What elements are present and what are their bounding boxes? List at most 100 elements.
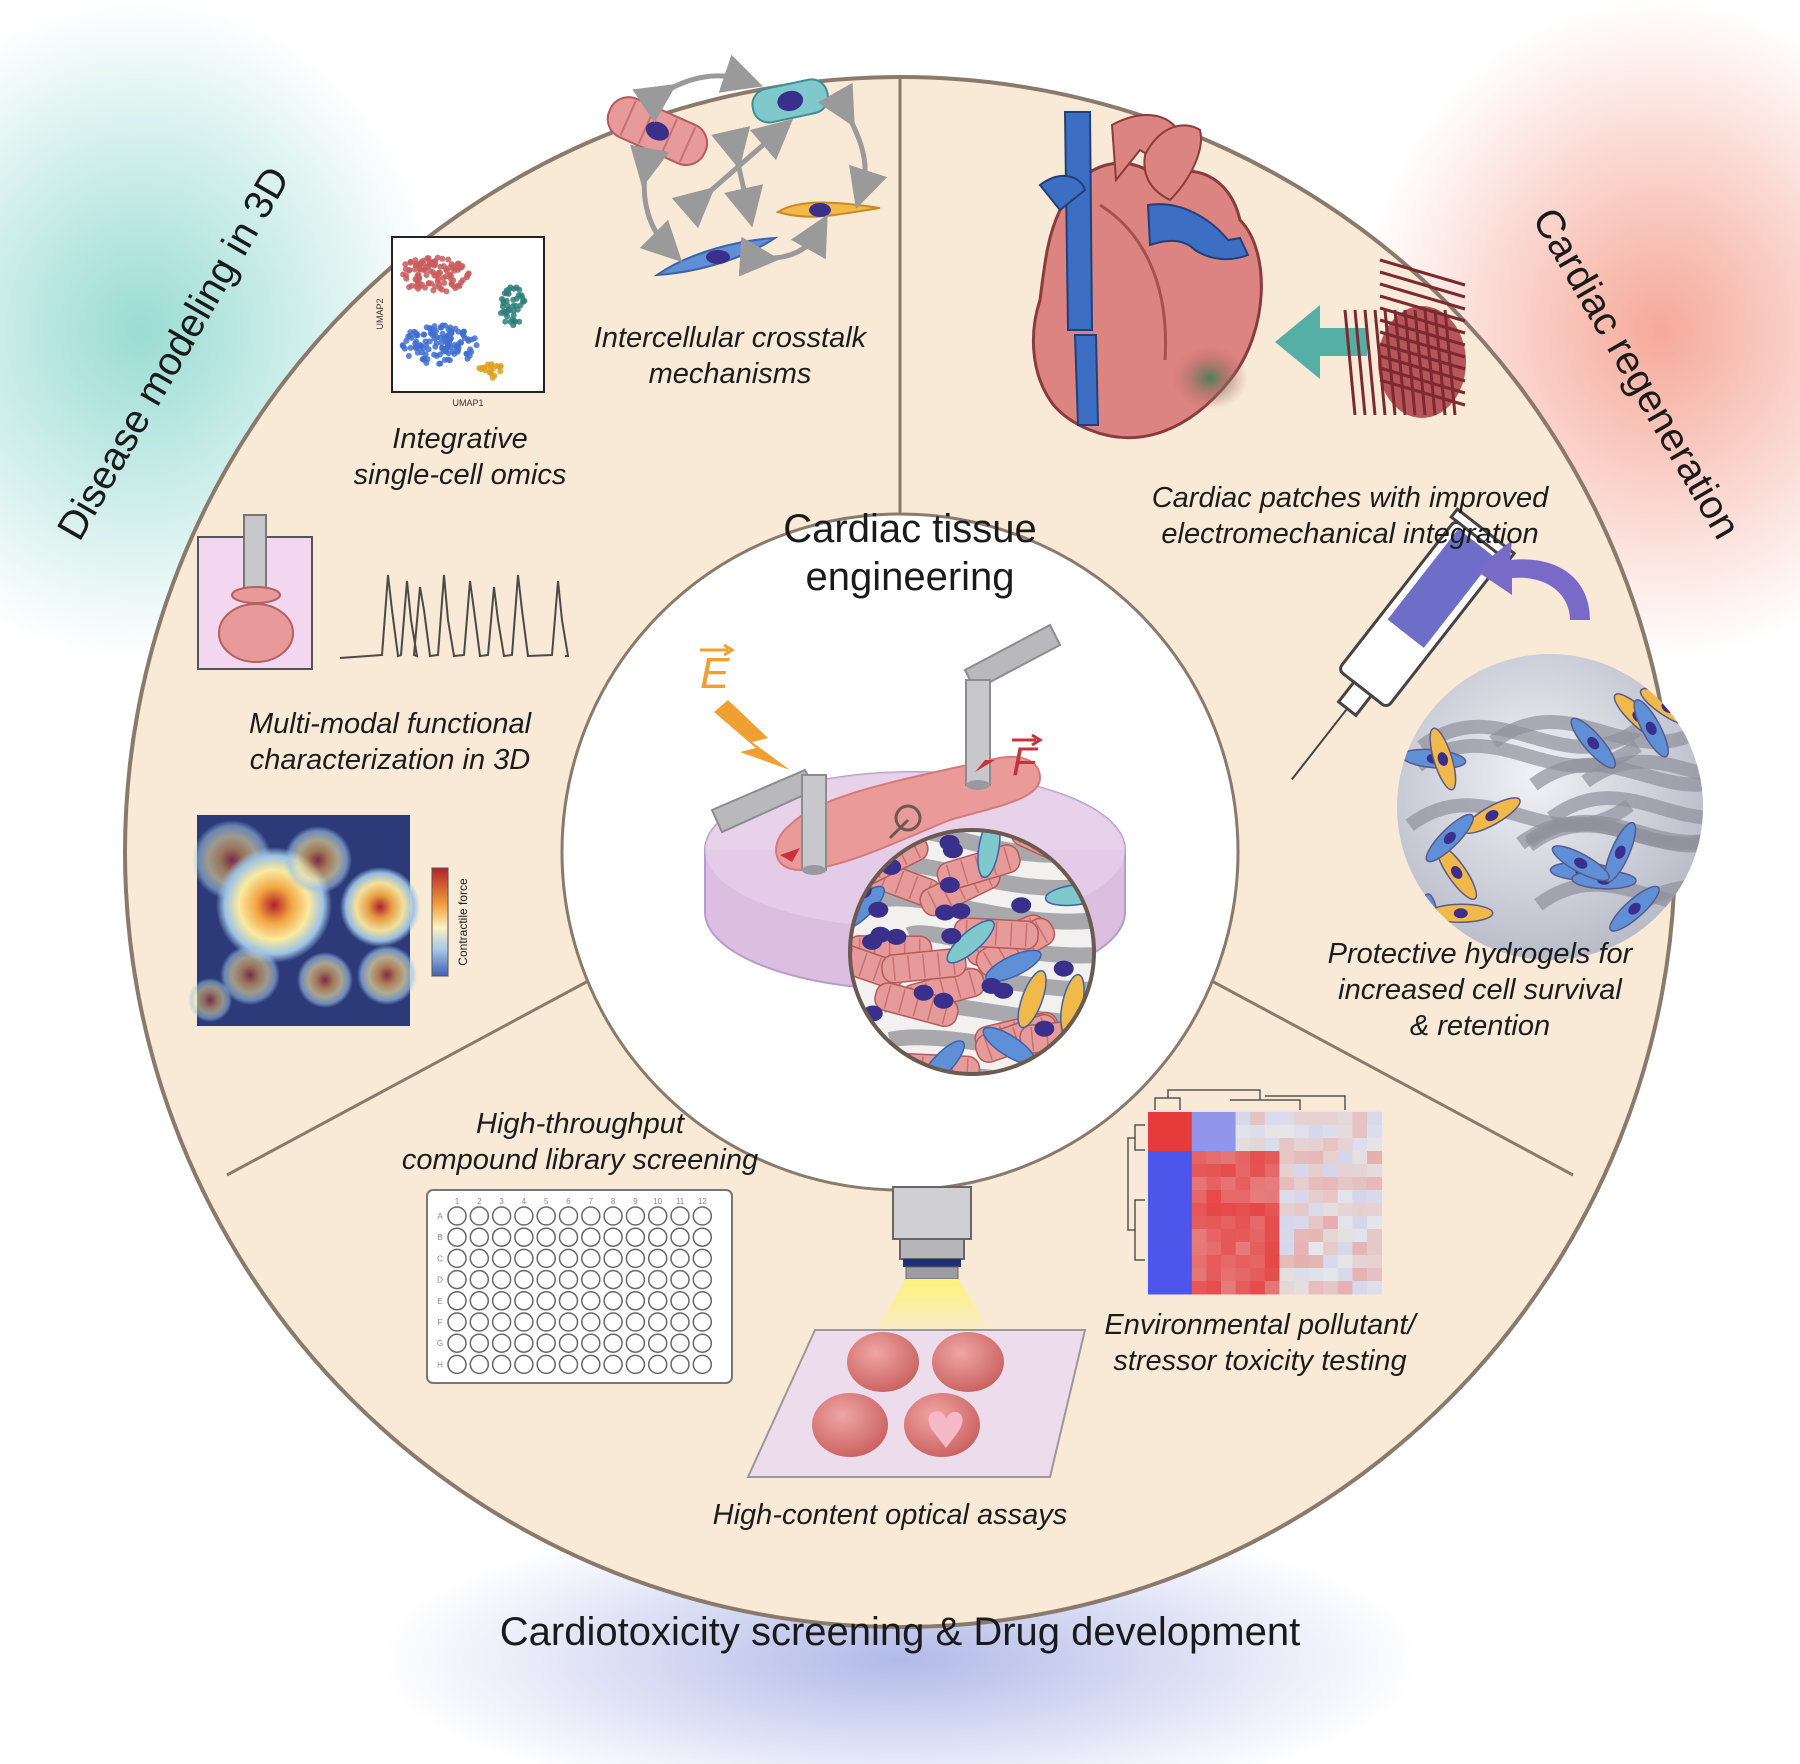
plate-well <box>514 1269 534 1290</box>
patch-fiber <box>1379 270 1466 299</box>
heatmap-cell <box>1177 1255 1193 1269</box>
plate-well <box>536 1227 556 1247</box>
nucleus <box>1053 960 1074 977</box>
label-toxicity: Environmental pollutant/stressor toxicit… <box>1104 1309 1416 1377</box>
heatmap-cell <box>1308 1190 1324 1204</box>
umap-point <box>438 286 445 293</box>
plate-well <box>447 1206 467 1226</box>
plate-well <box>491 1227 512 1247</box>
heatmap-cell <box>1294 1138 1310 1152</box>
heatmap-cell <box>1323 1242 1339 1256</box>
heatmap-cell <box>1279 1216 1295 1230</box>
heatmap-cell <box>1148 1268 1164 1282</box>
plate-well <box>514 1227 534 1247</box>
umap-point <box>425 346 432 353</box>
plate-well <box>603 1354 623 1375</box>
plate-well <box>469 1291 490 1311</box>
heatmap-cell <box>1279 1203 1295 1217</box>
heatmap-cell <box>1162 1138 1178 1152</box>
heatmap-cell <box>1191 1216 1207 1230</box>
umap-point <box>439 255 446 262</box>
umap-point <box>433 272 440 279</box>
heatmap-cell <box>1279 1242 1295 1256</box>
heatmap-cell <box>1264 1242 1280 1256</box>
heatmap-cell <box>1221 1177 1237 1191</box>
patch-fiber <box>1423 309 1437 416</box>
plate-well <box>558 1333 579 1353</box>
heatmap-cell <box>1279 1177 1295 1191</box>
umap-point <box>447 335 454 342</box>
heart-illustration <box>1032 111 1263 440</box>
heatmap-cell <box>1294 1281 1310 1295</box>
heatmap-cell <box>1279 1138 1295 1152</box>
plate-well <box>447 1227 467 1247</box>
heatmap-cell <box>1177 1151 1193 1165</box>
lightning-bolt-icon <box>714 700 790 770</box>
heatmap-cell <box>1162 1125 1178 1139</box>
plate-well <box>670 1269 690 1290</box>
heatmap-cell <box>1337 1216 1353 1230</box>
force-hotspot <box>188 978 232 1022</box>
plate-well <box>514 1333 534 1353</box>
hydrogel-fiber <box>1669 911 1703 946</box>
heatmap-cell <box>1250 1190 1266 1204</box>
umap-point <box>402 261 409 268</box>
plate-well <box>558 1227 579 1247</box>
umap-point <box>464 336 471 343</box>
heatmap-cell <box>1250 1255 1266 1269</box>
svg-text:F: F <box>1012 740 1039 784</box>
patch-fiber <box>1379 378 1466 407</box>
plate-column-label: 8 <box>611 1197 616 1206</box>
heatmap-cell <box>1367 1177 1383 1191</box>
heatmap-cell <box>1177 1281 1193 1295</box>
plate-column-label: 12 <box>698 1197 707 1206</box>
nucleus <box>942 842 963 859</box>
heatmap-cell <box>1367 1255 1383 1269</box>
heatmap-cell <box>1235 1125 1251 1139</box>
patch-fiber <box>1379 366 1466 395</box>
heatmap-cell <box>1162 1190 1178 1204</box>
heatmap-cell <box>1221 1190 1237 1204</box>
plate-well <box>603 1269 623 1290</box>
heatmap-cell <box>1367 1229 1383 1243</box>
plate-well <box>447 1291 467 1311</box>
plate-well <box>558 1206 579 1226</box>
heatmap-cell <box>1177 1242 1193 1256</box>
heatmap-cell <box>1323 1190 1339 1204</box>
heatmap-cell <box>1177 1177 1193 1191</box>
heatmap-cell <box>1367 1268 1383 1282</box>
plate-well <box>469 1227 490 1247</box>
heatmap-cell <box>1162 1281 1178 1295</box>
heatmap-cell <box>1337 1281 1353 1295</box>
heatmap-cell <box>1279 1229 1295 1243</box>
umap-point <box>510 322 517 329</box>
heatmap-cell <box>1162 1229 1178 1243</box>
heatmap-cell <box>1308 1216 1324 1230</box>
heatmap-cell <box>1221 1242 1237 1256</box>
heatmap-cell <box>1235 1190 1251 1204</box>
heatmap-cell <box>1191 1151 1207 1165</box>
force-posts <box>710 623 1062 875</box>
plate-column-label: 6 <box>566 1197 571 1206</box>
divider-left <box>226 970 606 1177</box>
plate-well <box>491 1333 512 1353</box>
heatmap-cell <box>1337 1151 1353 1165</box>
plate-column-label: 5 <box>544 1197 549 1206</box>
heatmap-cell <box>1337 1203 1353 1217</box>
heatmap-cell <box>1221 1125 1237 1139</box>
heatmap-cell <box>1352 1242 1368 1256</box>
heatmap-cell <box>1206 1190 1222 1204</box>
heatmap-cell <box>1162 1203 1178 1217</box>
patch-fiber <box>1379 318 1466 347</box>
heatmap-cell <box>1206 1112 1222 1126</box>
umap-point <box>432 258 439 265</box>
heatmap-cell <box>1352 1203 1368 1217</box>
heatmap-cell <box>1294 1216 1310 1230</box>
heatmap-cell <box>1308 1164 1324 1178</box>
umap-point <box>505 290 512 297</box>
hydrogel-sphere <box>1397 654 1703 960</box>
umap-point <box>423 272 430 279</box>
umap-point <box>399 342 406 349</box>
plate-well <box>670 1206 690 1226</box>
heatmap-cell <box>1250 1281 1266 1295</box>
